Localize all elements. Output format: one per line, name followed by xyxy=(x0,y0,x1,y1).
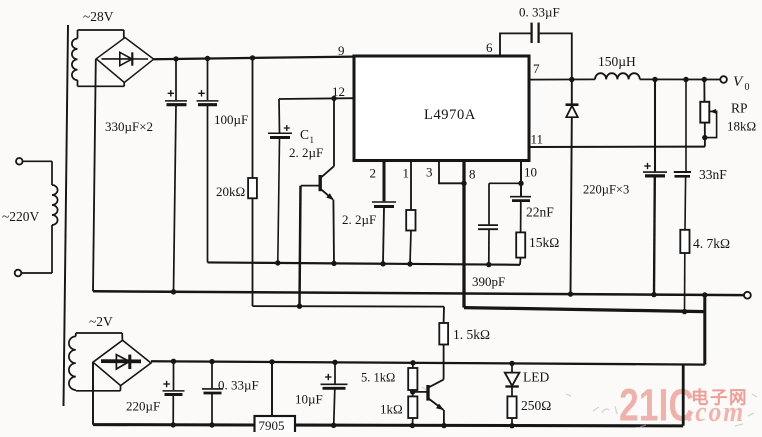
svg-text:~28V: ~28V xyxy=(83,9,114,24)
svg-text:4. 7kΩ: 4. 7kΩ xyxy=(693,236,730,251)
svg-text:RP: RP xyxy=(731,101,748,116)
svg-text:220µF: 220µF xyxy=(126,399,160,414)
svg-text:8: 8 xyxy=(469,167,476,182)
svg-text:390pF: 390pF xyxy=(472,274,505,289)
svg-text:~2V: ~2V xyxy=(89,314,113,329)
svg-text:22nF: 22nF xyxy=(526,205,554,220)
svg-text:250Ω: 250Ω xyxy=(521,398,551,413)
svg-text:0. 33µF: 0. 33µF xyxy=(519,5,560,20)
svg-text:7: 7 xyxy=(533,61,540,76)
svg-text:2. 2µF: 2. 2µF xyxy=(342,212,376,227)
svg-text:LED: LED xyxy=(523,370,549,385)
svg-text:5. 1kΩ: 5. 1kΩ xyxy=(361,371,395,385)
svg-text:1: 1 xyxy=(403,166,410,181)
svg-text:2: 2 xyxy=(370,166,377,181)
svg-text:10µF: 10µF xyxy=(295,392,323,407)
svg-text:330µF×2: 330µF×2 xyxy=(105,119,153,134)
svg-text:L4970A: L4970A xyxy=(424,107,476,123)
svg-text:2. 2µF: 2. 2µF xyxy=(289,145,323,160)
svg-text:C: C xyxy=(300,127,309,142)
svg-text:150µH: 150µH xyxy=(598,54,636,69)
svg-text:7905: 7905 xyxy=(259,418,285,432)
svg-text:~220V: ~220V xyxy=(2,209,40,224)
svg-text:3: 3 xyxy=(426,165,433,180)
svg-text:1kΩ: 1kΩ xyxy=(380,402,403,417)
svg-text:15kΩ: 15kΩ xyxy=(529,235,559,250)
svg-text:20kΩ: 20kΩ xyxy=(216,184,245,199)
svg-text:33nF: 33nF xyxy=(699,167,727,182)
svg-text:18kΩ: 18kΩ xyxy=(727,119,756,134)
svg-text:0. 33µF: 0. 33µF xyxy=(218,378,259,393)
svg-text:.com: .com xyxy=(687,396,745,427)
svg-text:10: 10 xyxy=(524,165,537,180)
svg-text:0: 0 xyxy=(745,82,750,93)
svg-text:12: 12 xyxy=(332,84,345,99)
svg-text:6: 6 xyxy=(486,40,493,55)
svg-text:220µF×3: 220µF×3 xyxy=(583,183,629,197)
svg-text:9: 9 xyxy=(338,43,345,58)
svg-text:1. 5kΩ: 1. 5kΩ xyxy=(453,327,490,342)
svg-text:11: 11 xyxy=(531,132,544,147)
svg-text:100µF: 100µF xyxy=(214,112,248,127)
svg-text:1: 1 xyxy=(310,135,315,145)
